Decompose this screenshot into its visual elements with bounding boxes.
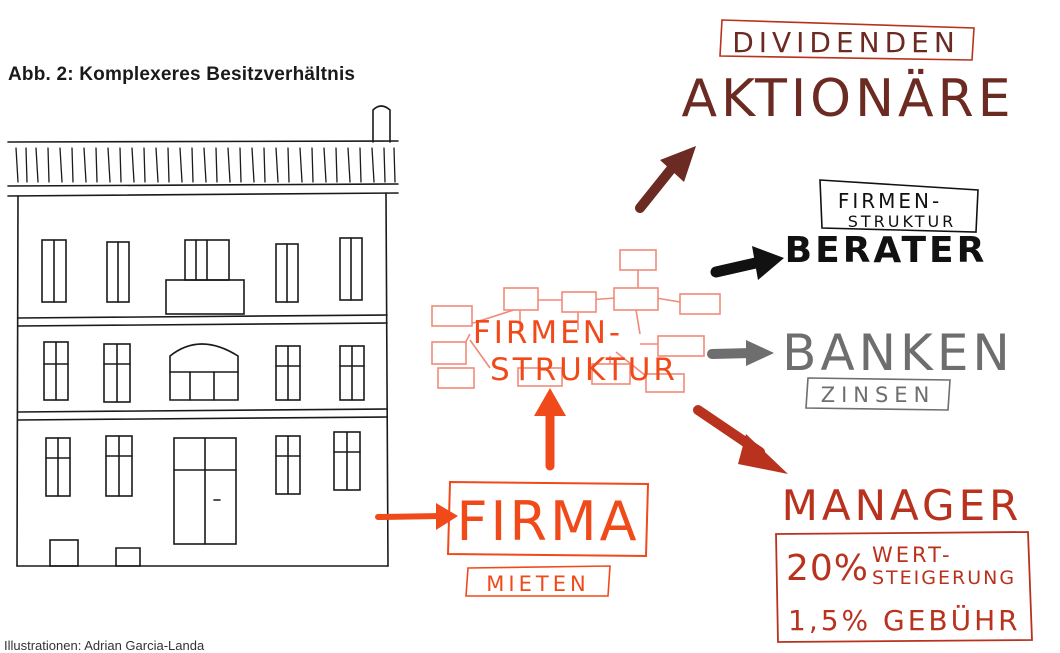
arrow-to-manager <box>693 405 788 474</box>
figure-title: Abb. 2: Komplexeres Besitzverhältnis <box>8 64 356 85</box>
mieten-label: MIETEN <box>486 572 589 596</box>
berater-tag: FIRMEN- STRUKTUR <box>819 179 979 233</box>
manager-label: MANAGER <box>782 481 1023 530</box>
zinsen-tag: ZINSEN <box>805 377 951 411</box>
structure-label-line1: FIRMEN- <box>473 315 623 351</box>
zinsen-label: ZINSEN <box>821 383 936 407</box>
arrow-building-to-firma <box>375 503 458 530</box>
arrow-to-banken <box>707 340 774 366</box>
dividenden-label: DIVIDENDEN <box>732 26 960 59</box>
berater-tag-line2: STRUKTUR <box>848 212 957 231</box>
berater-label: BERATER <box>785 230 988 271</box>
firma-node: FIRMA <box>446 480 650 558</box>
arrow-firma-to-structure <box>534 388 566 471</box>
firma-label: FIRMA <box>456 490 639 553</box>
berater-tag-line1: FIRMEN- <box>838 189 942 213</box>
manager-conditions-box: 20% WERT- STEIGERUNG 1,5% GEBÜHR <box>775 531 1033 643</box>
banken-label: BANKEN <box>782 324 1014 382</box>
aktionaere-label: AKTIONÄRE <box>681 68 1014 129</box>
arrow-to-aktionaere <box>635 146 696 213</box>
building-sketch <box>7 105 399 567</box>
manager-box-steigerung: STEIGERUNG <box>872 567 1016 589</box>
dividenden-tag: DIVIDENDEN <box>719 19 975 61</box>
mieten-tag: MIETEN <box>465 565 611 597</box>
structure-label-line2: STRUKTUR <box>490 352 678 388</box>
arrow-to-berater <box>710 246 784 280</box>
manager-box-wert: WERT- <box>872 543 953 567</box>
structure-network <box>431 249 721 393</box>
manager-box-gebuehr: 1,5% GEBÜHR <box>788 603 1021 637</box>
manager-box-percent: 20% <box>786 548 869 589</box>
